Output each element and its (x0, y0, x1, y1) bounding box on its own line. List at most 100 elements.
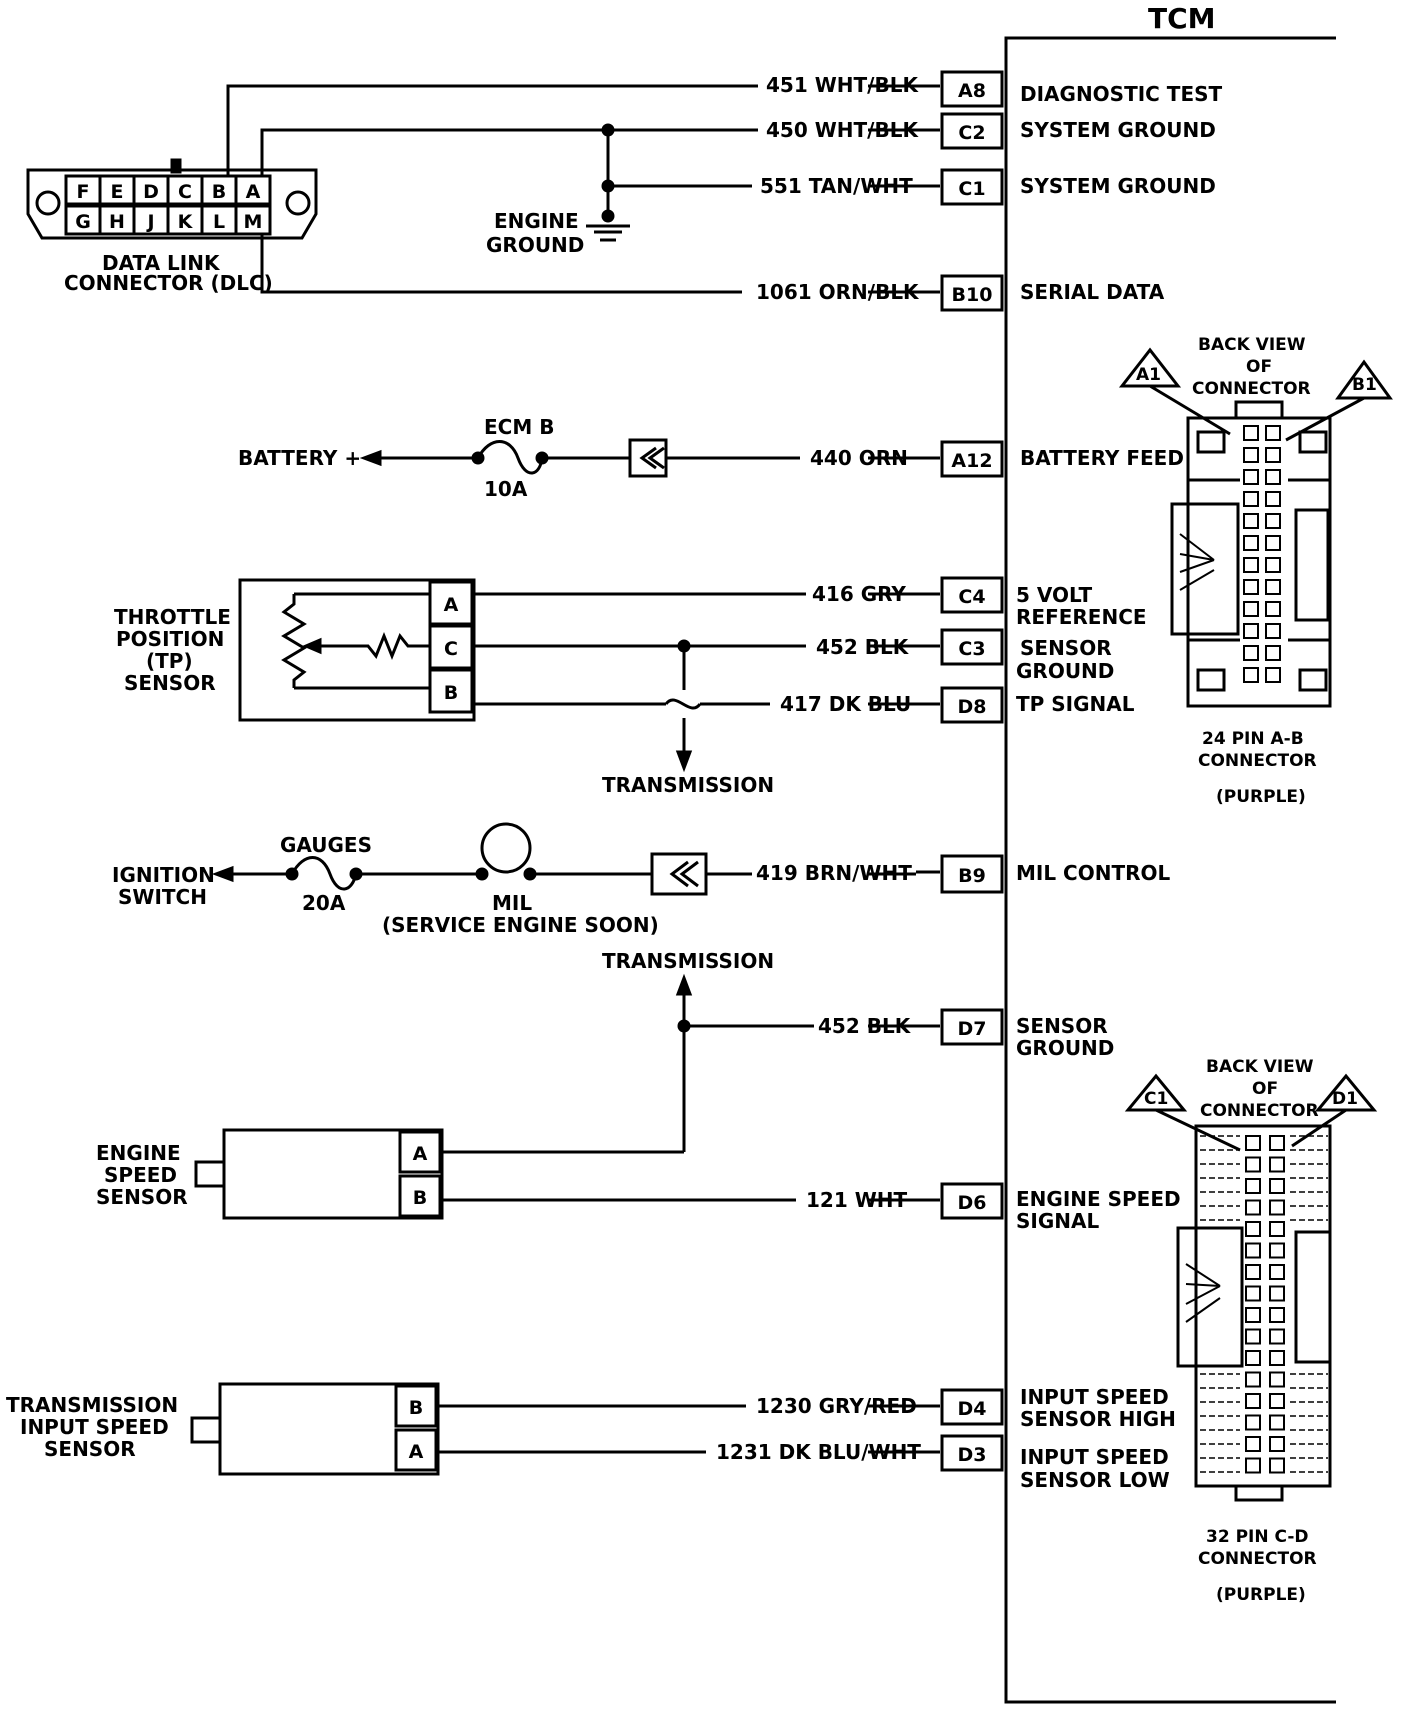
svg-text:MIL CONTROL: MIL CONTROL (1016, 861, 1171, 885)
pin-box-a8 (940, 70, 1004, 108)
svg-text:B10: B10 (952, 284, 993, 306)
connector-cavity (1245, 1221, 1261, 1237)
svg-text:B: B (212, 181, 226, 203)
connector-cavity (1269, 1221, 1285, 1237)
connector-cavity (1245, 1156, 1261, 1173)
connector-cavity (1265, 667, 1281, 683)
pin-row-c1: C1 SYSTEM GROUND (916, 168, 1216, 206)
svg-text:CONNECTOR: CONNECTOR (1192, 379, 1311, 399)
svg-text:D7: D7 (958, 1018, 987, 1040)
connector-cavity (1265, 535, 1281, 551)
connector-cavity (1269, 1178, 1285, 1194)
mil-circuit: IGNITION SWITCH GAUGES 20A MIL (SERVICE … (112, 822, 916, 937)
connector-cavity (1269, 1371, 1285, 1388)
connector-cavity (1269, 1199, 1285, 1216)
svg-text:(PURPLE): (PURPLE) (1216, 1585, 1306, 1605)
battery-feed-circuit: BATTERY + ECM B 10A (238, 415, 916, 501)
dlc-wires: ENGINE GROUND (226, 84, 916, 294)
wire-labels: 451 WHT/BLK 450 WHT/BLK 551 TAN/WHT 1061… (716, 73, 921, 1464)
svg-text:(TP): (TP) (146, 649, 193, 673)
svg-text:SYSTEM GROUND: SYSTEM GROUND (1020, 174, 1216, 198)
pin-row-c2: C2 SYSTEM GROUND (916, 112, 1216, 150)
svg-text:TRANSMISSION: TRANSMISSION (602, 773, 774, 797)
svg-text:SENSOR HIGH: SENSOR HIGH (1020, 1407, 1176, 1431)
connector-cavity (1245, 1393, 1261, 1409)
connector-cavity (1265, 623, 1281, 639)
ecm-fuse-icon (476, 440, 544, 475)
svg-text:A: A (444, 594, 459, 616)
tp-sensor: A C B THROTTLE POSITION (TP) SENSOR (114, 578, 476, 722)
svg-text:SENSOR: SENSOR (124, 671, 216, 695)
svg-text:GROUND: GROUND (1016, 659, 1114, 683)
ignition-switch-label: IGNITION (112, 863, 215, 887)
connector-cavity (1243, 667, 1259, 683)
svg-text:GROUND: GROUND (1016, 1036, 1114, 1060)
engine-speed-sensor: TRANSMISSION A B ENGINE SPEED SENSOR (96, 949, 916, 1220)
svg-text:C1: C1 (1144, 1089, 1168, 1109)
svg-text:H: H (109, 211, 125, 233)
svg-text:C3: C3 (958, 638, 985, 660)
svg-text:GROUND: GROUND (486, 233, 584, 257)
svg-text:D1: D1 (1332, 1089, 1358, 1109)
battery-label: BATTERY + (238, 446, 361, 470)
svg-text:TRANSMISSION: TRANSMISSION (602, 949, 774, 973)
engine-speed-sensor-body (222, 1128, 444, 1220)
svg-text:SERIAL DATA: SERIAL DATA (1020, 280, 1165, 304)
svg-text:SENSOR: SENSOR (1016, 1014, 1108, 1038)
svg-text:B: B (444, 682, 458, 704)
connector-cd-hatching (1200, 1135, 1328, 1473)
svg-text:C1: C1 (958, 178, 985, 200)
svg-text:B1: B1 (1352, 375, 1377, 395)
svg-text:INPUT SPEED: INPUT SPEED (1020, 1385, 1169, 1409)
svg-text:B: B (413, 1187, 427, 1209)
svg-text:(PURPLE): (PURPLE) (1216, 787, 1306, 807)
svg-text:CONNECTOR: CONNECTOR (1198, 1549, 1317, 1569)
svg-text:F: F (77, 181, 90, 203)
transmission-arrow-icon (675, 750, 693, 773)
pin-row-c3: C3 SENSOR GROUND (916, 628, 1114, 683)
svg-text:INPUT SPEED: INPUT SPEED (1020, 1445, 1169, 1469)
data-link-connector: F E D C B A G H J K L M DATA LINK CONNEC… (26, 158, 318, 295)
pin-row-c4: C4 5 VOLT REFERENCE (916, 576, 1147, 629)
svg-text:D8: D8 (958, 696, 987, 718)
connector-cavity (1265, 557, 1281, 573)
potentiometer-icon (281, 594, 307, 688)
svg-text:DIAGNOSTIC TEST: DIAGNOSTIC TEST (1020, 82, 1223, 106)
connector-cavity (1265, 601, 1281, 617)
svg-text:D6: D6 (958, 1192, 987, 1214)
svg-text:CONNECTOR (DLC): CONNECTOR (DLC) (64, 271, 273, 295)
pin-row-a12: A12 BATTERY FEED (916, 440, 1184, 478)
svg-text:A: A (409, 1441, 424, 1463)
connector-cavity (1269, 1307, 1285, 1323)
pin-row-d4: D4 INPUT SPEED SENSOR HIGH (916, 1385, 1176, 1431)
svg-text:SENSOR LOW: SENSOR LOW (1020, 1468, 1170, 1492)
connector-cavity (1265, 425, 1281, 441)
connector-cavity (1243, 557, 1259, 573)
connector-cavity (1245, 1307, 1261, 1323)
connector-cd-body (1194, 1124, 1332, 1488)
connector-ab-cavities (1243, 425, 1281, 683)
svg-text:32 PIN C-D: 32 PIN C-D (1206, 1527, 1309, 1547)
connector-cavity (1243, 469, 1259, 485)
svg-text:BACK VIEW: BACK VIEW (1206, 1057, 1314, 1077)
svg-text:J: J (145, 211, 154, 233)
connector-cavity (1269, 1285, 1285, 1302)
pin-row-d3: D3 INPUT SPEED SENSOR LOW (916, 1434, 1170, 1492)
svg-text:SIGNAL: SIGNAL (1016, 1209, 1099, 1233)
svg-text:ENGINE SPEED: ENGINE SPEED (1016, 1187, 1181, 1211)
dlc-label: DATA LINK (102, 251, 221, 275)
tp-sensor-body (238, 578, 476, 722)
svg-text:INPUT SPEED: INPUT SPEED (20, 1415, 169, 1439)
connector-cavity (1245, 1457, 1261, 1474)
pin-row-d7: D7 SENSOR GROUND (916, 1008, 1114, 1060)
mil-connector-chevron-icon (650, 852, 708, 896)
svg-text:REFERENCE: REFERENCE (1016, 605, 1147, 629)
svg-text:A: A (246, 181, 261, 203)
svg-text:B: B (409, 1397, 423, 1419)
pin-row-d6: D6 ENGINE SPEED SIGNAL (916, 1182, 1181, 1233)
svg-text:SWITCH: SWITCH (118, 885, 207, 909)
connector-cavity (1243, 491, 1259, 507)
svg-text:ECM B: ECM B (484, 415, 554, 439)
tp-sensor-label: THROTTLE (114, 605, 231, 629)
dlc-pins: F E D C B A G H J K L M (64, 174, 272, 236)
